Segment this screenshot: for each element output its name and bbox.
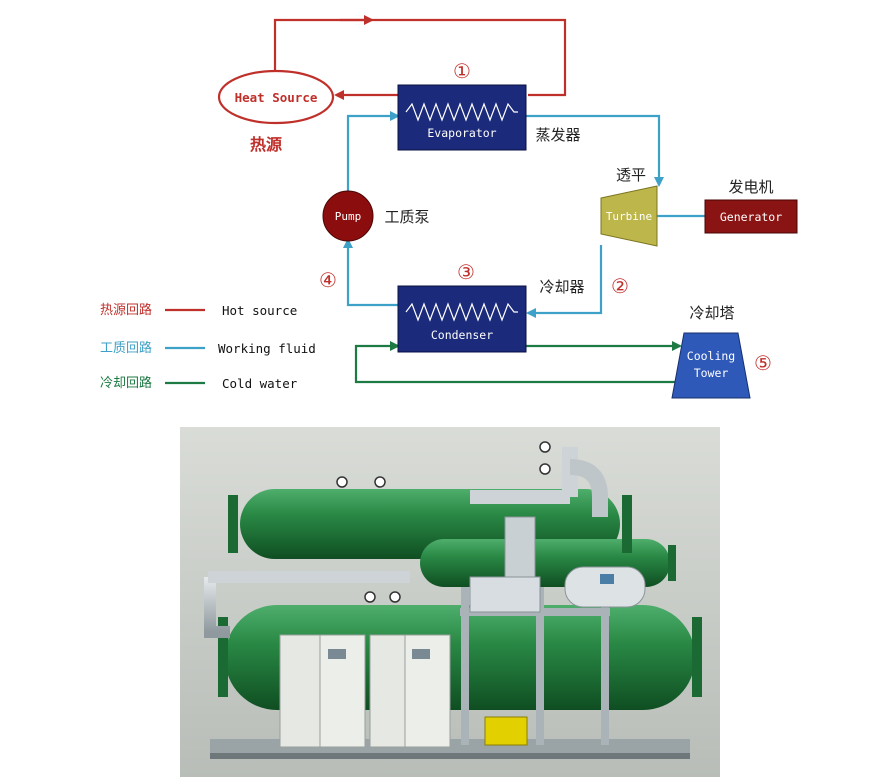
expander-block	[469, 576, 541, 613]
condenser-label: Condenser	[431, 328, 493, 342]
vessel-flange-3	[668, 545, 676, 581]
heat-source-shape	[217, 69, 335, 125]
vessel-flange-4	[218, 617, 228, 697]
generator-cylinder	[564, 566, 646, 608]
generator-cn: 发电机	[728, 178, 773, 196]
evaporator-coil	[405, 102, 518, 122]
working-fluid-loop	[343, 111, 664, 318]
legend-hot-en: Hot source	[222, 303, 297, 318]
base-skid-front	[210, 753, 690, 759]
cooling-tower: Cooling Tower 冷却塔	[671, 304, 751, 399]
legend-hot-cn: 热源回路	[100, 302, 152, 318]
cold-water-loop	[354, 341, 682, 384]
turbine-cn: 透平	[616, 166, 646, 184]
vessel-flange-1	[228, 495, 238, 553]
legend-item-working: 工质回路 Working fluid	[100, 340, 316, 356]
legend-cold-en: Cold water	[222, 376, 298, 391]
evaporator-label: Evaporator	[427, 126, 496, 140]
feed-pump	[484, 716, 528, 746]
marker-1: ①	[453, 59, 471, 83]
marker-2: ②	[611, 274, 629, 298]
pressure-gauges	[336, 441, 551, 603]
pump: Pump 工质泵	[322, 190, 430, 242]
orc-unit-rendering	[180, 427, 720, 777]
marker-5: ⑤	[754, 351, 772, 375]
condenser-coil	[405, 302, 518, 322]
legend-item-hot: 热源回路 Hot source	[100, 302, 297, 318]
heat-source: Heat Source 热源	[217, 69, 335, 154]
cooling-tower-label-2: Tower	[694, 366, 729, 380]
wf-pump-to-evap	[346, 111, 400, 192]
turbine-shape	[600, 185, 658, 247]
left-pipe-loop	[204, 577, 230, 638]
generator: Generator 发电机	[704, 178, 798, 234]
elbow-pipe	[569, 459, 608, 517]
cabinet-display-1	[328, 649, 346, 659]
cooling-tower-shape	[671, 332, 751, 399]
evaporator: Evaporator 蒸发器 ①	[397, 59, 581, 151]
heat-source-label: Heat Source	[235, 90, 318, 105]
turbine: Turbine 透平	[600, 166, 658, 247]
legend-item-cold: 冷却回路 Cold water	[100, 375, 298, 391]
expander-housing	[504, 516, 536, 578]
cw-tower-return	[354, 341, 680, 384]
wf-turbine-to-condenser	[526, 245, 603, 318]
marker-4: ④	[319, 268, 337, 292]
electrical-cabinets	[279, 634, 451, 748]
cabinet-display-2	[412, 649, 430, 659]
evaporator-cn: 蒸发器	[535, 126, 580, 144]
pump-cn: 工质泵	[384, 208, 429, 226]
condenser: Condenser 冷却器 ③	[397, 260, 585, 353]
vessel-flange-5	[692, 617, 702, 697]
condenser-cn: 冷却器	[539, 278, 584, 296]
heat-source-cn: 热源	[250, 135, 282, 154]
marker-3: ③	[457, 260, 475, 284]
pump-label: Pump	[335, 210, 362, 223]
legend-working-cn: 工质回路	[100, 340, 152, 356]
wf-condenser-to-pump	[343, 238, 400, 307]
generator-label: Generator	[720, 210, 782, 224]
cooling-tower-label-1: Cooling	[687, 349, 735, 363]
turbine-label: Turbine	[606, 210, 652, 223]
generator-plate	[600, 574, 614, 584]
wf-evap-to-turbine	[526, 114, 664, 187]
legend-working-en: Working fluid	[218, 341, 316, 356]
generator-box	[704, 199, 798, 234]
condenser-box	[397, 285, 527, 353]
orc-schematic: Heat Source 热源 Evaporator 蒸发器 ① Pump 工质泵…	[100, 15, 798, 399]
hot-source-loop	[273, 15, 567, 100]
legend: 热源回路 Hot source 工质回路 Working fluid 冷却回路 …	[100, 302, 316, 391]
hot-loop-top-line	[273, 18, 567, 97]
vessel-flange-2	[622, 495, 632, 553]
cooling-tower-cn: 冷却塔	[689, 304, 734, 322]
legend-cold-cn: 冷却回路	[100, 375, 152, 391]
pump-shape	[322, 190, 374, 242]
